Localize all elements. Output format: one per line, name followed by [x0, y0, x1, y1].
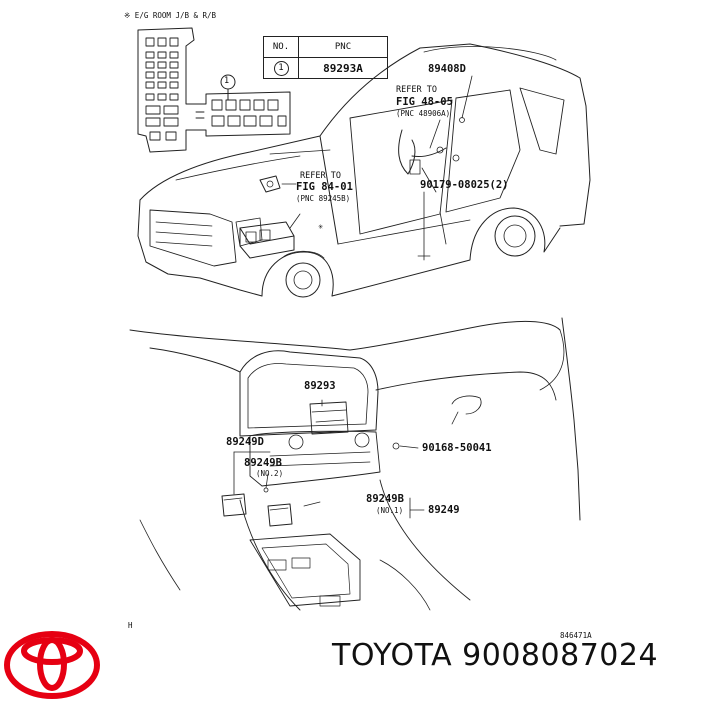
toyota-logo-icon — [4, 631, 100, 699]
part-89408d: 89408D — [428, 63, 466, 75]
table-row-no: 1 — [273, 60, 289, 76]
leader-lines-bottom — [233, 399, 425, 519]
fig-title: ※ E/G ROOM J/B & R/B — [124, 11, 217, 20]
refer-48-line2: FIG 48-05 — [396, 96, 453, 108]
part-90179-08025: 90179-08025(2) — [420, 179, 509, 191]
dashboard-drawing — [129, 317, 581, 611]
part-90168-50041: 90168-50041 — [422, 442, 492, 454]
table-row-pnc: 89293A — [298, 57, 388, 79]
part-89293: 89293 — [304, 380, 336, 392]
refer-48-line1: REFER TO — [396, 85, 437, 95]
refer-84-line3: (PNC 89245B) — [296, 194, 351, 203]
table-header-pnc: PNC — [298, 36, 388, 58]
brand-name: TOYOTA — [332, 638, 453, 673]
vehicle-drawing — [137, 43, 591, 298]
refer-84-line1: REFER TO — [300, 171, 341, 181]
component-drawings — [239, 117, 465, 259]
refer-48-line3: (PNC 48906A) — [396, 109, 451, 118]
part-89249: 89249 — [428, 504, 460, 516]
callout-1: 1 — [224, 76, 230, 86]
table-header-no: NO. — [263, 36, 299, 58]
junction-box-drawing — [137, 27, 291, 153]
part-89249d: 89249D — [226, 436, 264, 448]
part-no2-left: (NO.2) — [256, 469, 284, 478]
corner-h: H — [128, 621, 133, 630]
part-89249b-left: 89249B — [244, 457, 282, 469]
leader-lines-top — [281, 75, 473, 261]
pnc-table: NO. PNC 1 89293A — [263, 36, 388, 79]
part-89249b-right: 89249B — [366, 493, 404, 505]
part-number: 9008087024 — [462, 638, 659, 673]
refer-84-line2: FIG 84-01 — [296, 181, 353, 193]
diagram-id: 846471A — [560, 631, 592, 640]
brand-and-part-number: TOYOTA 9008087024 — [332, 638, 658, 673]
part-no1: (NO.1) — [376, 506, 404, 515]
asterisk-mark: ✳ — [318, 222, 324, 232]
